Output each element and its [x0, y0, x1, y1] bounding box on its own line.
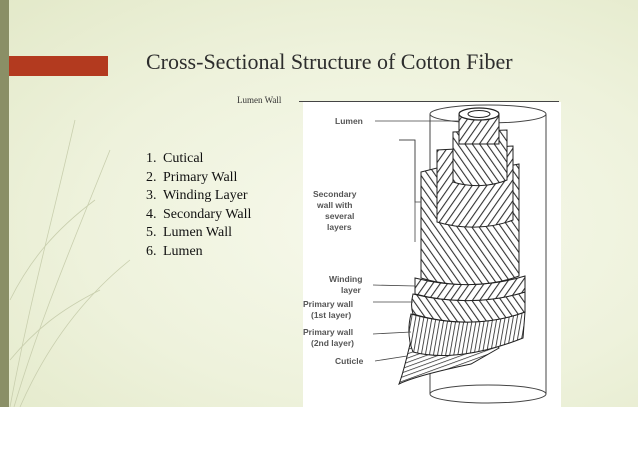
decorative-lines — [9, 119, 131, 407]
label-primary-2nd-2: (2nd layer) — [311, 338, 354, 348]
label-cuticle: Cuticle — [335, 356, 364, 366]
list-item: 2.Primary Wall — [146, 169, 238, 185]
lumen-tube — [458, 107, 500, 145]
list-item: 5.Lumen Wall — [146, 225, 232, 240]
label-primary-1st-1: Primary wall — [303, 299, 353, 309]
label-secondary-4: layers — [327, 222, 352, 232]
label-lumen: Lumen — [335, 116, 363, 126]
label-winding-2: layer — [341, 285, 362, 295]
list-item: 6.Lumen — [146, 243, 203, 259]
label-secondary-3: several — [325, 211, 354, 221]
slide: Cross-Sectional Structure of Cotton Fibe… — [0, 0, 638, 407]
label-winding-1: Winding — [329, 274, 362, 284]
callout-label: Lumen Wall — [237, 95, 282, 105]
accent-tab — [9, 56, 108, 76]
fiber-diagram: Lumen Secondary wall with several layers… — [303, 102, 561, 407]
list-item: 3.Winding Layer — [146, 188, 248, 203]
slide-title: Cross-Sectional Structure of Cotton Fibe… — [146, 49, 513, 74]
list-item: 4.Secondary Wall — [146, 206, 252, 222]
label-secondary-2: wall with — [316, 200, 352, 210]
layer-list: 1.Cutical 2.Primary Wall 3.Winding Layer… — [146, 150, 251, 261]
decorative-strip — [0, 0, 9, 407]
label-primary-1st-2: (1st layer) — [311, 310, 351, 320]
callout-line — [299, 101, 559, 102]
label-primary-2nd-1: Primary wall — [303, 327, 353, 337]
list-item: 1.Cutical — [146, 151, 204, 166]
label-secondary-1: Secondary — [313, 189, 357, 199]
